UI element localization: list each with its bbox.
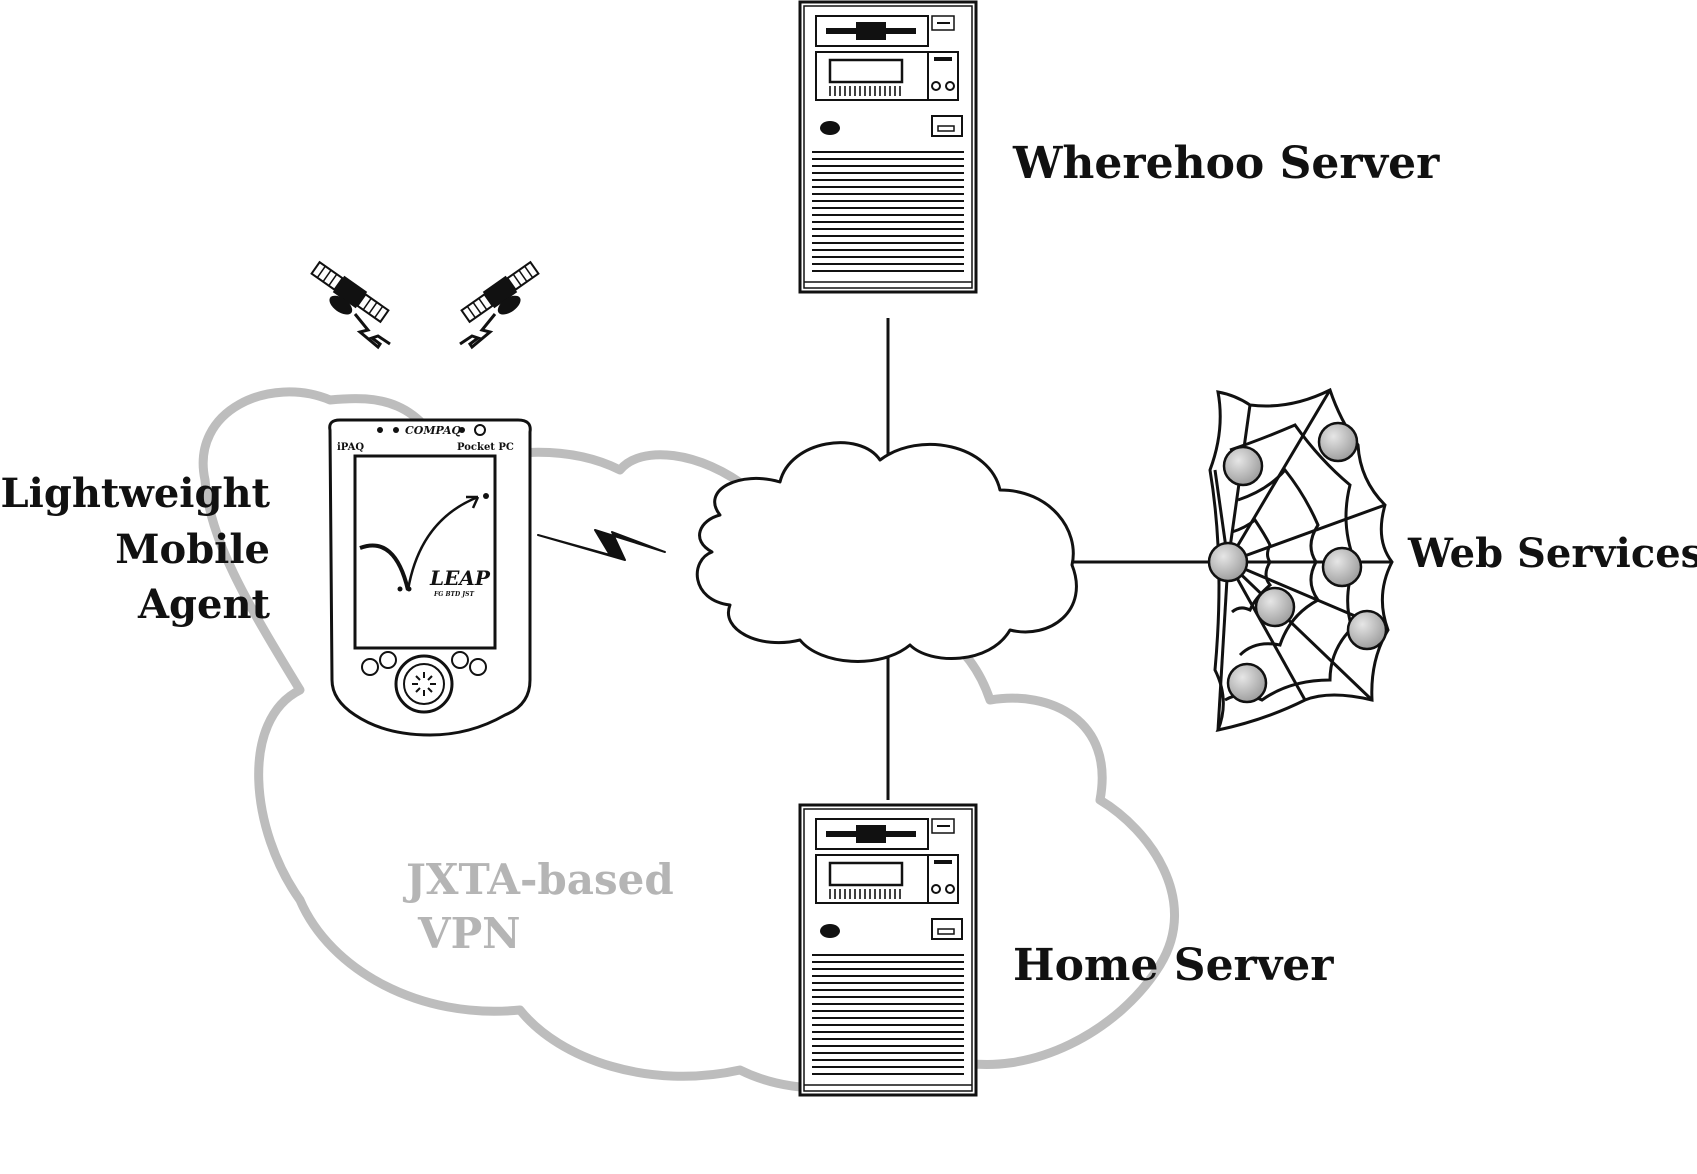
web-service-nodes: [1207, 421, 1388, 704]
leap-logo: LEAP: [429, 566, 491, 590]
satellite-icon: [458, 258, 549, 350]
pda-model: iPAQ: [337, 442, 364, 453]
wherehoo-server-label: Wherehoo Server: [1012, 138, 1440, 189]
pda-button: [451, 651, 469, 669]
agent-label-line2: Mobile: [115, 526, 270, 573]
web-services-label: Web Services: [1407, 530, 1697, 577]
home-server-label: Home Server: [1013, 940, 1334, 991]
pda-button: [379, 651, 397, 669]
pda-button: [469, 658, 487, 676]
server-icon: [798, 803, 978, 1097]
pda-platform: Pocket PC: [457, 442, 514, 453]
satellite-icon: [301, 258, 392, 350]
vpn-label-line1: JXTA-based: [402, 855, 674, 904]
pda-icon: COMPAQ iPAQ Pocket PC LEAP FG BTD JST: [328, 418, 532, 737]
agent-label-line1: Lightweight: [1, 470, 271, 517]
pda-brand: COMPAQ: [405, 424, 462, 437]
lightning-icon: [537, 529, 666, 561]
pda-screen: [353, 454, 497, 650]
pda-button: [361, 658, 379, 676]
leap-logo-sub: FG BTD JST: [433, 591, 474, 598]
agent-label-line3: Agent: [137, 581, 271, 628]
vpn-cloud: [198, 387, 1180, 1093]
internet-cloud: [695, 441, 1078, 663]
web-icon: [1208, 387, 1394, 733]
vpn-label-line2: VPN: [417, 909, 521, 958]
server-icon: [798, 0, 978, 294]
